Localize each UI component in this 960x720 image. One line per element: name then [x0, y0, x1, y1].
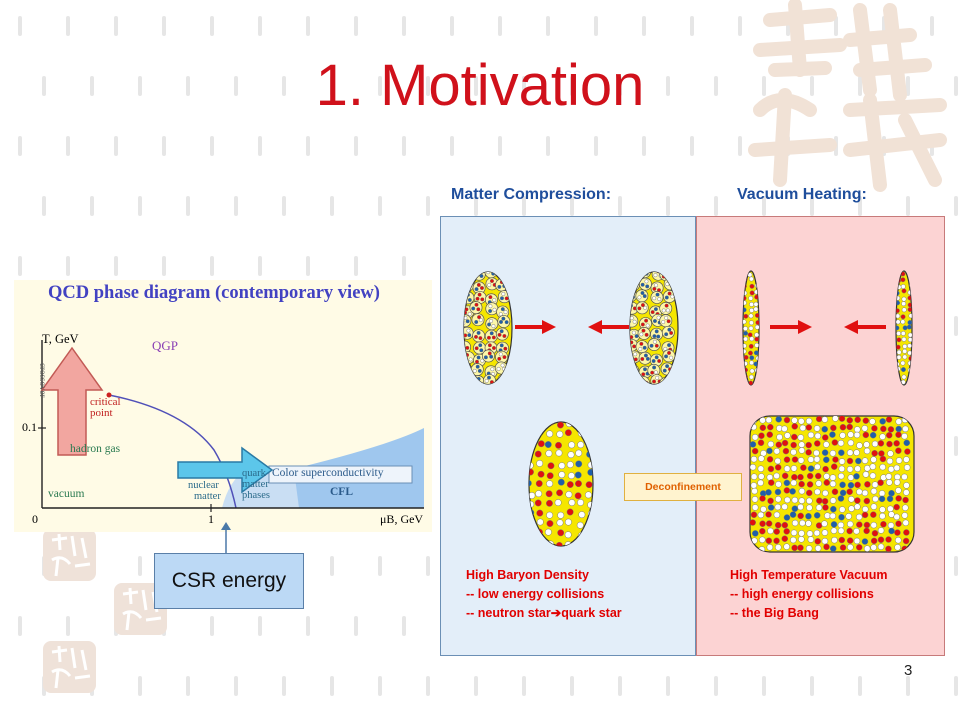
- nucleus-left: [463, 271, 513, 385]
- compression-arrow-right: [515, 320, 556, 334]
- y-axis-label: T, GeV: [42, 332, 79, 346]
- heating-arrow-left: [844, 320, 886, 334]
- seal-stamp-1: [43, 529, 96, 581]
- cfl-label: CFL: [330, 486, 353, 498]
- page-number: 3: [904, 662, 913, 679]
- hot-plasma-cylinder: [749, 415, 915, 553]
- vacuum-heating-header: Vacuum Heating:: [737, 186, 867, 203]
- x-tick-1: 1: [208, 512, 214, 526]
- pancake-nucleus-left: [742, 270, 760, 386]
- y-tick-label: 0.1: [22, 420, 37, 434]
- transition-line: [108, 394, 237, 509]
- pancake-nucleus-right: [895, 270, 913, 386]
- slide-title: 1. Motivation: [315, 53, 645, 118]
- csr-pointer-arrow: [221, 522, 231, 554]
- nucleus-right: [629, 271, 679, 385]
- compressed-matter: [528, 421, 594, 547]
- nuclear-matter-label: nuclear matter: [188, 480, 221, 502]
- right-arrow-icon: ➔: [550, 606, 562, 620]
- seal-stamp-3: [43, 641, 96, 693]
- x-axis-label: μB, GeV: [380, 512, 424, 526]
- phase-diagram-title: QCD phase diagram (contemporary view): [48, 283, 380, 303]
- deconfinement-label: Deconfinement: [624, 473, 742, 501]
- csr-energy-callout: CSR energy: [154, 553, 304, 609]
- temperature-arrow: [40, 346, 104, 456]
- hadron-gas-label: hadron gas: [70, 443, 121, 455]
- matter-compression-header: Matter Compression:: [451, 186, 612, 203]
- compression-arrow-left: [588, 320, 629, 334]
- vacuum-label: vacuum: [48, 488, 85, 500]
- color-superconductivity-label: Color superconductivity: [272, 467, 384, 479]
- compression-caption: High Baryon Density -- low energy collis…: [466, 568, 622, 620]
- collision-illustration: [463, 270, 915, 553]
- crossover-label: crossover: [38, 363, 48, 398]
- heating-caption: High Temperature Vacuum -- high energy c…: [730, 568, 888, 620]
- qgp-label: QGP: [152, 338, 179, 353]
- critical-point-label: critical point: [90, 396, 121, 419]
- density-arrow: [177, 446, 274, 494]
- seal-watermark-large: [748, 0, 947, 192]
- quark-matter-label: quark matter phases: [242, 468, 270, 501]
- critical-point-marker: [106, 392, 112, 398]
- phase-diagram-canvas: [14, 280, 432, 532]
- x-tick-0: 0: [32, 512, 38, 526]
- heating-arrow-right: [770, 320, 812, 334]
